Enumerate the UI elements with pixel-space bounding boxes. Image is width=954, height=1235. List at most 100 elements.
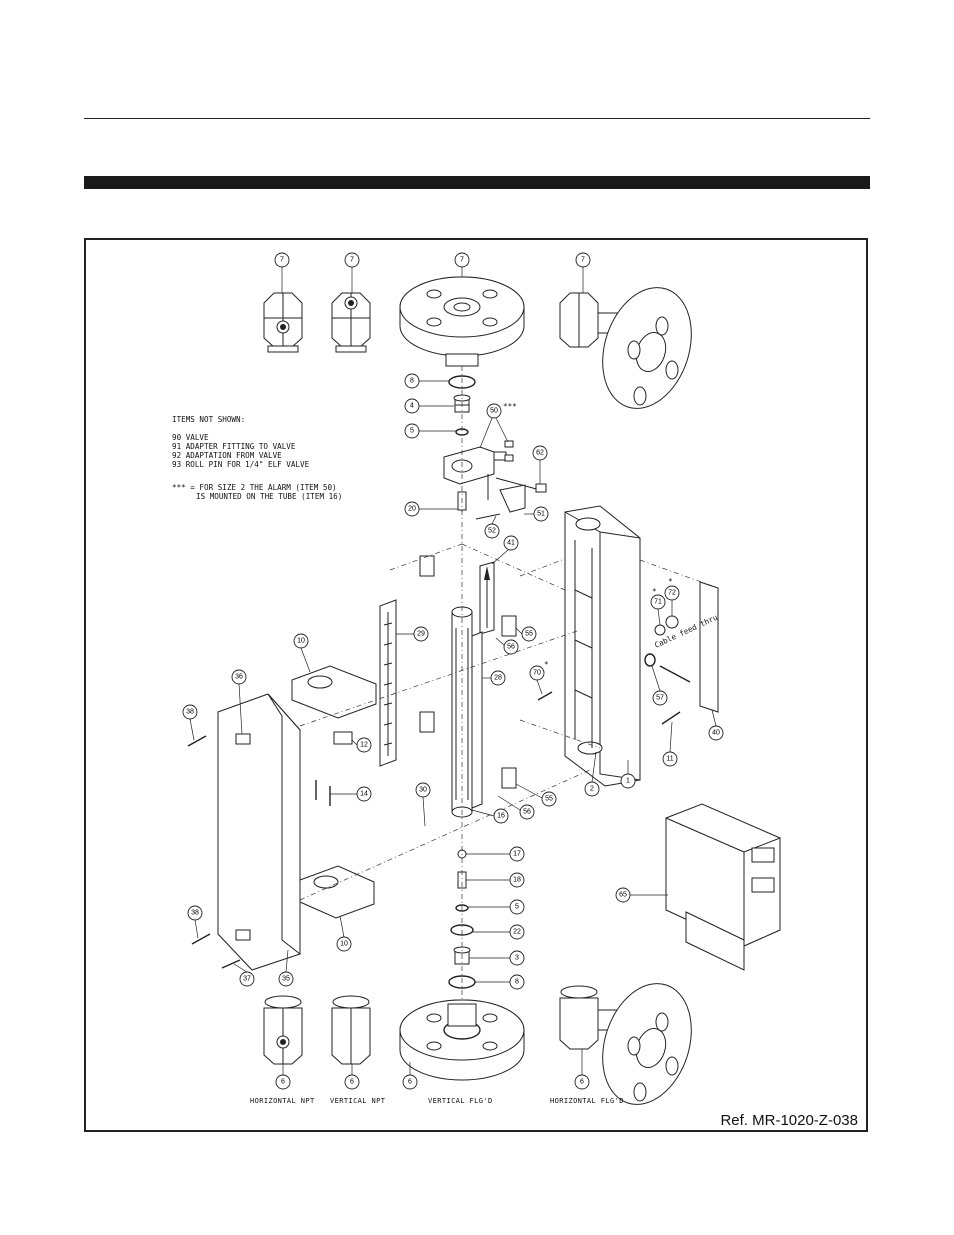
svg-text:6: 6	[580, 1079, 584, 1086]
note-item-92: 92 ADAPTATION FROM VALVE	[172, 451, 282, 460]
callout-16: 16	[471, 808, 509, 824]
callout-10-top: 10	[293, 633, 311, 673]
svg-text:57: 57	[656, 695, 664, 702]
callout-29: 29	[396, 626, 429, 642]
svg-text:41: 41	[507, 540, 515, 547]
metering-tube-16	[451, 606, 473, 818]
callout-30: 30	[415, 782, 431, 827]
o-ring-8-top	[448, 375, 476, 389]
callout-7a: 7	[274, 252, 290, 293]
cable-gland	[659, 665, 691, 683]
callout-38-top: 38	[182, 704, 198, 741]
electronics-module-65	[665, 803, 781, 971]
callout-18: 18	[466, 872, 525, 888]
svg-text:7: 7	[581, 257, 585, 264]
svg-text:71: 71	[654, 599, 662, 606]
callout-36: 36	[231, 669, 247, 735]
callout-38-bottom: 38	[187, 905, 203, 939]
callout-70: 70	[529, 665, 545, 695]
screw-37	[221, 959, 241, 969]
bracket-10-top	[291, 665, 377, 719]
caption-vertical-npt: VERTICAL NPT	[330, 1097, 386, 1105]
caption-vertical-flgd: VERTICAL FLG'D	[428, 1097, 493, 1105]
callout-8-bottom: 8	[475, 974, 525, 990]
callout-51: 51	[524, 506, 549, 522]
callout-6b: 6	[344, 1064, 360, 1090]
header-rule	[84, 118, 870, 119]
svg-text:17: 17	[513, 851, 521, 858]
callout-7b: 7	[344, 252, 360, 293]
callout-72: 72	[664, 585, 680, 616]
svg-text:38: 38	[191, 910, 199, 917]
svg-text:4: 4	[410, 403, 414, 410]
note-footnote-line1: *** = FOR SIZE 2 THE ALARM (ITEM 50)	[172, 483, 337, 492]
note-item-91: 91 ADAPTER FITTING TO VALVE	[172, 442, 296, 451]
callout-4: 4	[404, 398, 454, 414]
screw-38-top	[187, 735, 207, 747]
svg-text:22: 22	[513, 929, 521, 936]
svg-text:29: 29	[417, 631, 425, 638]
flange-vertical-bottom	[399, 999, 525, 1081]
svg-text:51: 51	[537, 511, 545, 518]
callout-10-bottom: 10	[336, 915, 352, 952]
clip-55-top	[501, 615, 517, 637]
callout-20: 20	[404, 501, 458, 517]
svg-text:40: 40	[712, 730, 720, 737]
svg-text:56: 56	[523, 809, 531, 816]
svg-text:62: 62	[536, 450, 544, 457]
o-ring-57	[644, 653, 656, 667]
callout-55-bottom: 55	[515, 783, 557, 807]
callout-12: 12	[351, 737, 372, 753]
callout-55-top: 55	[515, 626, 537, 642]
callout-35: 35	[278, 949, 294, 987]
svg-text:12: 12	[360, 742, 368, 749]
svg-text:70: 70	[533, 670, 541, 677]
callout-6d: 6	[574, 1049, 590, 1090]
fitting-vertical-npt-bottom	[331, 995, 371, 1065]
scale-plate-29	[379, 599, 397, 767]
svg-text:3: 3	[515, 955, 519, 962]
svg-text:56: 56	[507, 644, 515, 651]
caption-horizontal-npt: HORIZONTAL NPT	[250, 1097, 315, 1105]
callout-6a: 6	[275, 1064, 291, 1090]
housing-1	[564, 505, 641, 787]
callout-40: 40	[708, 709, 724, 741]
cover-40	[699, 581, 719, 713]
fitting-horizontal-npt-top	[263, 292, 303, 353]
bracket-10-bottom	[299, 865, 375, 919]
svg-text:16: 16	[497, 813, 505, 820]
reference-number: Ref. MR-1020-Z-038	[720, 1112, 858, 1129]
callout-14: 14	[330, 786, 372, 802]
callout-52: 52	[484, 515, 500, 539]
svg-text:8: 8	[410, 378, 414, 385]
flow-arrow-label-41	[479, 561, 495, 635]
clip-55-bottom	[501, 767, 517, 789]
callout-71: 71	[650, 594, 666, 626]
svg-text:36: 36	[235, 674, 243, 681]
caption-horizontal-flgd: HORIZONTAL FLG'D	[550, 1097, 624, 1105]
svg-text:8: 8	[515, 979, 519, 986]
svg-text:2: 2	[590, 786, 594, 793]
flange-vertical-top	[399, 276, 525, 367]
back-plate-35	[217, 693, 301, 971]
svg-text:30: 30	[419, 787, 427, 794]
svg-text:37: 37	[243, 976, 251, 983]
svg-text:35: 35	[282, 976, 290, 983]
svg-text:7: 7	[280, 257, 284, 264]
svg-text:18: 18	[513, 877, 521, 884]
callout-8-top: 8	[404, 373, 449, 389]
svg-text:38: 38	[186, 709, 194, 716]
fitting-horizontal-npt-bottom	[263, 995, 303, 1065]
callout-7c: 7	[454, 252, 470, 277]
star-72: *	[668, 577, 673, 586]
note-footnote-line2: IS MOUNTED ON THE TUBE (ITEM 16)	[196, 492, 342, 501]
callout-22: 22	[473, 924, 525, 940]
washer-71	[654, 624, 666, 636]
callout-3: 3	[469, 950, 525, 966]
callout-7d: 7	[575, 252, 591, 293]
nut-72	[665, 615, 679, 629]
callout-1: 1	[620, 760, 636, 789]
callout-37: 37	[233, 963, 255, 987]
callout-11: 11	[662, 721, 678, 767]
